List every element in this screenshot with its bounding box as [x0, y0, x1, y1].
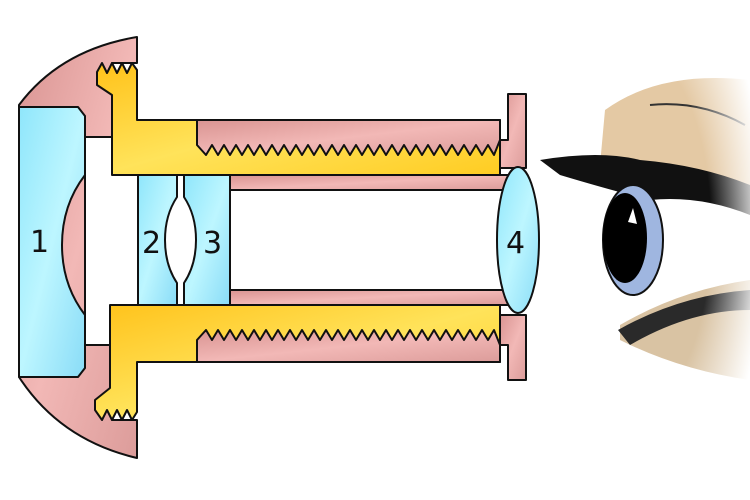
- threaded-sleeve-top: [196, 119, 501, 156]
- lens-1: [18, 106, 86, 378]
- label-lens-1: 1: [30, 225, 49, 260]
- label-lens-3: 3: [203, 226, 222, 261]
- lens-3: [183, 174, 231, 306]
- eye-illustration: [540, 60, 750, 400]
- lens-4: [496, 166, 540, 314]
- inner-sleeve-top: [229, 174, 509, 191]
- threaded-sleeve-bottom: [196, 329, 501, 363]
- inner-sleeve-bottom: [229, 289, 509, 306]
- label-lens-2: 2: [142, 226, 161, 261]
- lens-2: [137, 174, 178, 306]
- eyepiece-flange-bottom: [499, 314, 527, 381]
- eyepiece-flange-top: [499, 93, 527, 169]
- label-lens-4: 4: [506, 226, 525, 261]
